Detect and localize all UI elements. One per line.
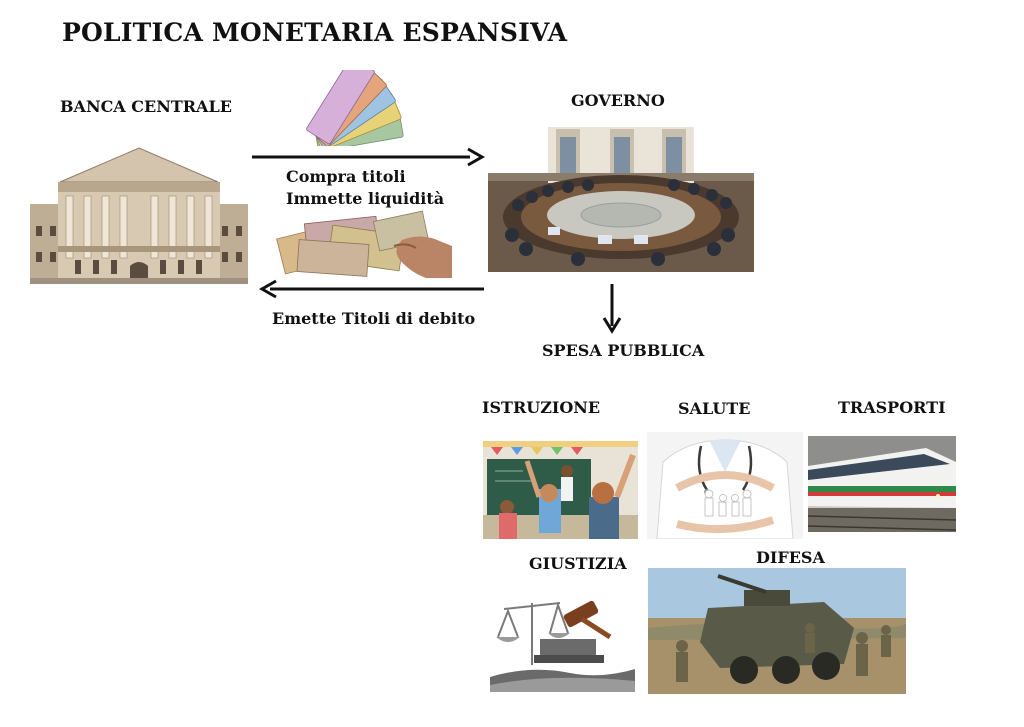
spesa-pubblica-label: SPESA PUBBLICA — [542, 341, 705, 360]
bank-building-image — [30, 142, 248, 284]
giustizia-label: GIUSTIZIA — [529, 554, 627, 573]
justice-image — [490, 581, 635, 692]
compra-titoli-text: Compra titoli — [286, 167, 406, 186]
banca-centrale-label: BANCA CENTRALE — [60, 97, 232, 116]
government-assembly-image — [488, 127, 754, 272]
doctor-family-image — [647, 432, 803, 539]
train-image — [808, 436, 956, 532]
governo-label: GOVERNO — [571, 91, 665, 110]
emette-titoli-label: Emette Titoli di debito — [272, 309, 476, 328]
difesa-label: DIFESA — [756, 548, 825, 567]
salute-label: SALUTE — [678, 399, 751, 418]
diagram-title: POLITICA MONETARIA ESPANSIVA — [62, 18, 568, 47]
immette-liquidita-text: Immette liquidità — [286, 189, 445, 208]
classroom-image — [483, 441, 638, 539]
banknotes-in-hand-image — [276, 206, 452, 278]
arrow-to-banca — [258, 279, 484, 299]
euro-banknotes-image — [304, 70, 406, 146]
trasporti-label: TRASPORTI — [838, 398, 946, 417]
flow-label-buy: Compra titoli Immette liquidità — [286, 166, 444, 210]
arrow-to-governo — [252, 147, 486, 167]
istruzione-label: ISTRUZIONE — [482, 398, 601, 417]
military-image — [648, 568, 906, 694]
arrow-to-spesa — [602, 284, 622, 334]
